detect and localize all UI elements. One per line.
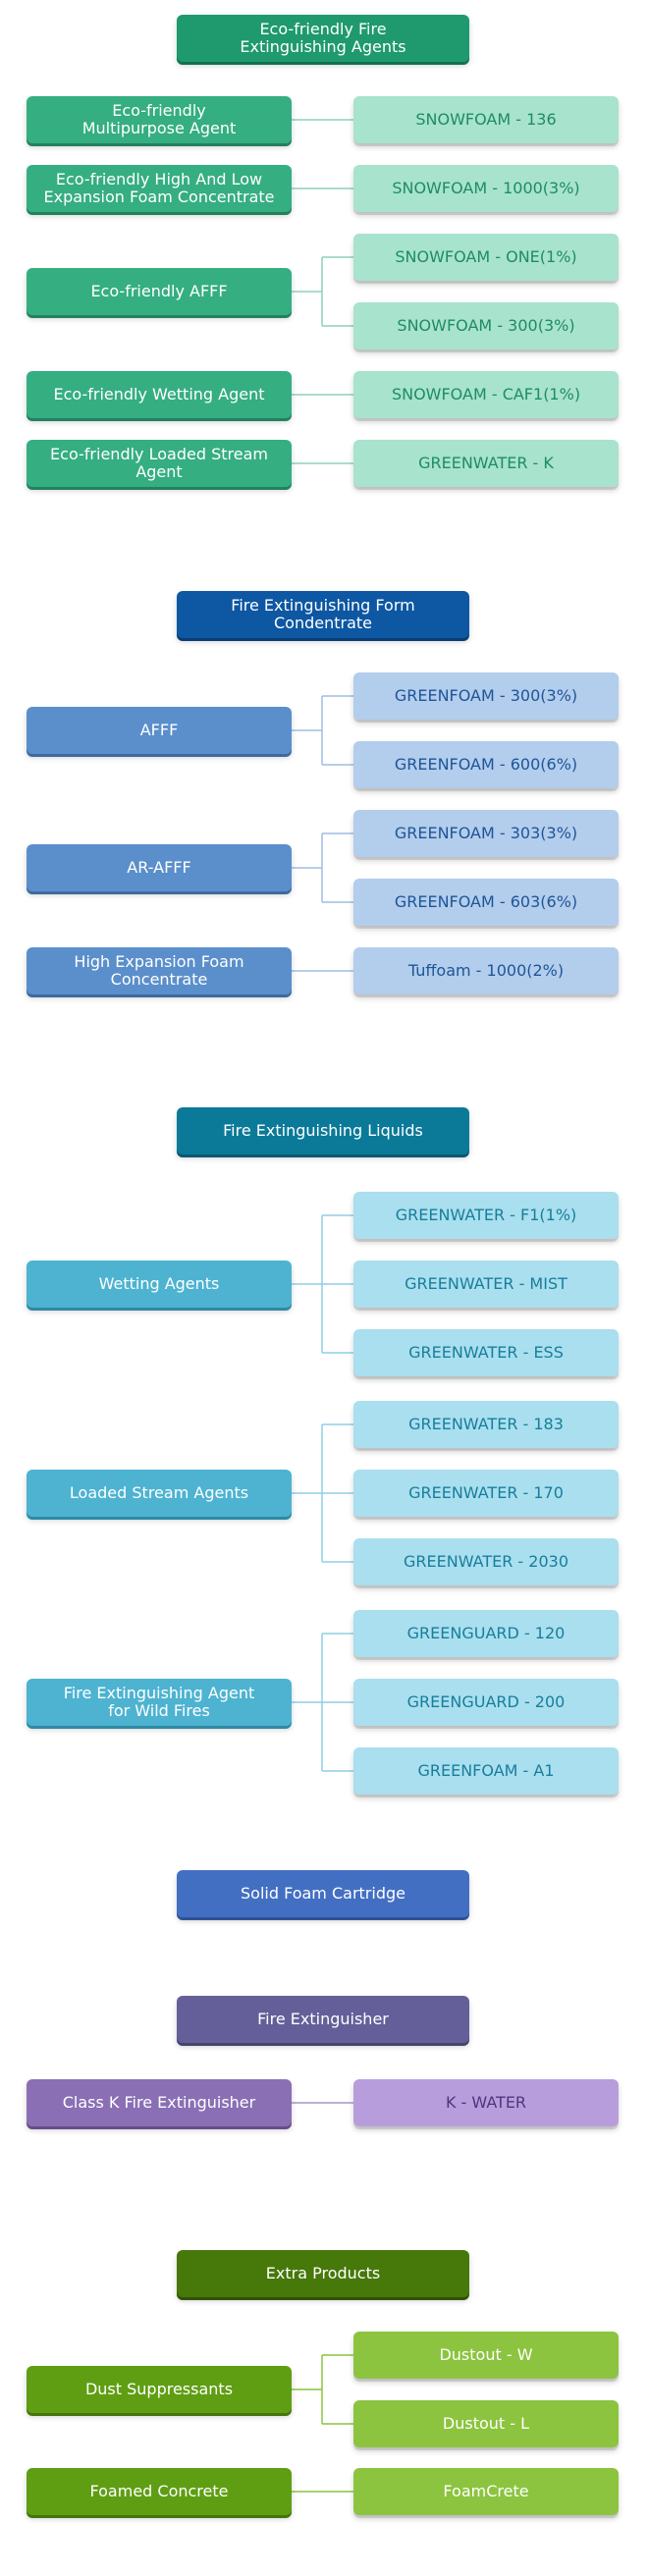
category-box[interactable]: Eco-friendly Loaded Stream Agent [27,440,292,487]
product-box[interactable]: GREENWATER - 170 [353,1470,619,1517]
category-box[interactable]: Eco-friendly High And Low Expansion Foam… [27,165,292,212]
category-box[interactable]: Foamed Concrete [27,2468,292,2515]
product-box[interactable]: GREENFOAM - 600(6%) [353,741,619,788]
product-box[interactable]: FoamCrete [353,2468,619,2515]
category-box[interactable]: High Expansion Foam Concentrate [27,947,292,994]
product-box[interactable]: GREENWATER - 2030 [353,1538,619,1585]
product-box[interactable]: Dustout - L [353,2400,619,2447]
product-box[interactable]: GREENFOAM - 300(3%) [353,672,619,720]
category-box[interactable]: AFFF [27,707,292,754]
product-box[interactable]: GREENGUARD - 120 [353,1610,619,1657]
product-box[interactable]: SNOWFOAM - ONE(1%) [353,234,619,281]
category-box[interactable]: Eco-friendly AFFF [27,268,292,315]
product-box[interactable]: GREENFOAM - 303(3%) [353,810,619,857]
product-box[interactable]: K - WATER [353,2079,619,2126]
category-box[interactable]: Wetting Agents [27,1261,292,1308]
product-box[interactable]: SNOWFOAM - 136 [353,96,619,143]
product-box[interactable]: GREENWATER - 183 [353,1401,619,1448]
section-header[interactable]: Fire Extinguisher [177,1996,469,2043]
category-box[interactable]: Eco-friendly Multipurpose Agent [27,96,292,143]
product-box[interactable]: GREENGUARD - 200 [353,1679,619,1726]
product-box[interactable]: GREENWATER - K [353,440,619,487]
section-header[interactable]: Fire Extinguishing Liquids [177,1107,469,1154]
category-box[interactable]: Dust Suppressants [27,2366,292,2413]
product-box[interactable]: GREENWATER - MIST [353,1261,619,1308]
product-box[interactable]: SNOWFOAM - 1000(3%) [353,165,619,212]
product-box[interactable]: Tuffoam - 1000(2%) [353,947,619,994]
product-box[interactable]: GREENWATER - ESS [353,1329,619,1376]
category-box[interactable]: Loaded Stream Agents [27,1470,292,1517]
product-box[interactable]: Dustout - W [353,2332,619,2379]
product-box[interactable]: SNOWFOAM - CAF1(1%) [353,371,619,418]
product-box[interactable]: GREENWATER - F1(1%) [353,1192,619,1239]
category-box[interactable]: Fire Extinguishing Agent for Wild Fires [27,1679,292,1726]
section-header[interactable]: Eco-friendly Fire Extinguishing Agents [177,15,469,62]
section-header[interactable]: Solid Foam Cartridge [177,1870,469,1917]
category-box[interactable]: Eco-friendly Wetting Agent [27,371,292,418]
product-box[interactable]: SNOWFOAM - 300(3%) [353,302,619,349]
product-box[interactable]: GREENFOAM - 603(6%) [353,879,619,926]
section-header[interactable]: Extra Products [177,2250,469,2297]
category-box[interactable]: AR-AFFF [27,844,292,891]
category-box[interactable]: Class K Fire Extinguisher [27,2079,292,2126]
section-header[interactable]: Fire Extinguishing Form Condentrate [177,591,469,638]
product-box[interactable]: GREENFOAM - A1 [353,1747,619,1795]
